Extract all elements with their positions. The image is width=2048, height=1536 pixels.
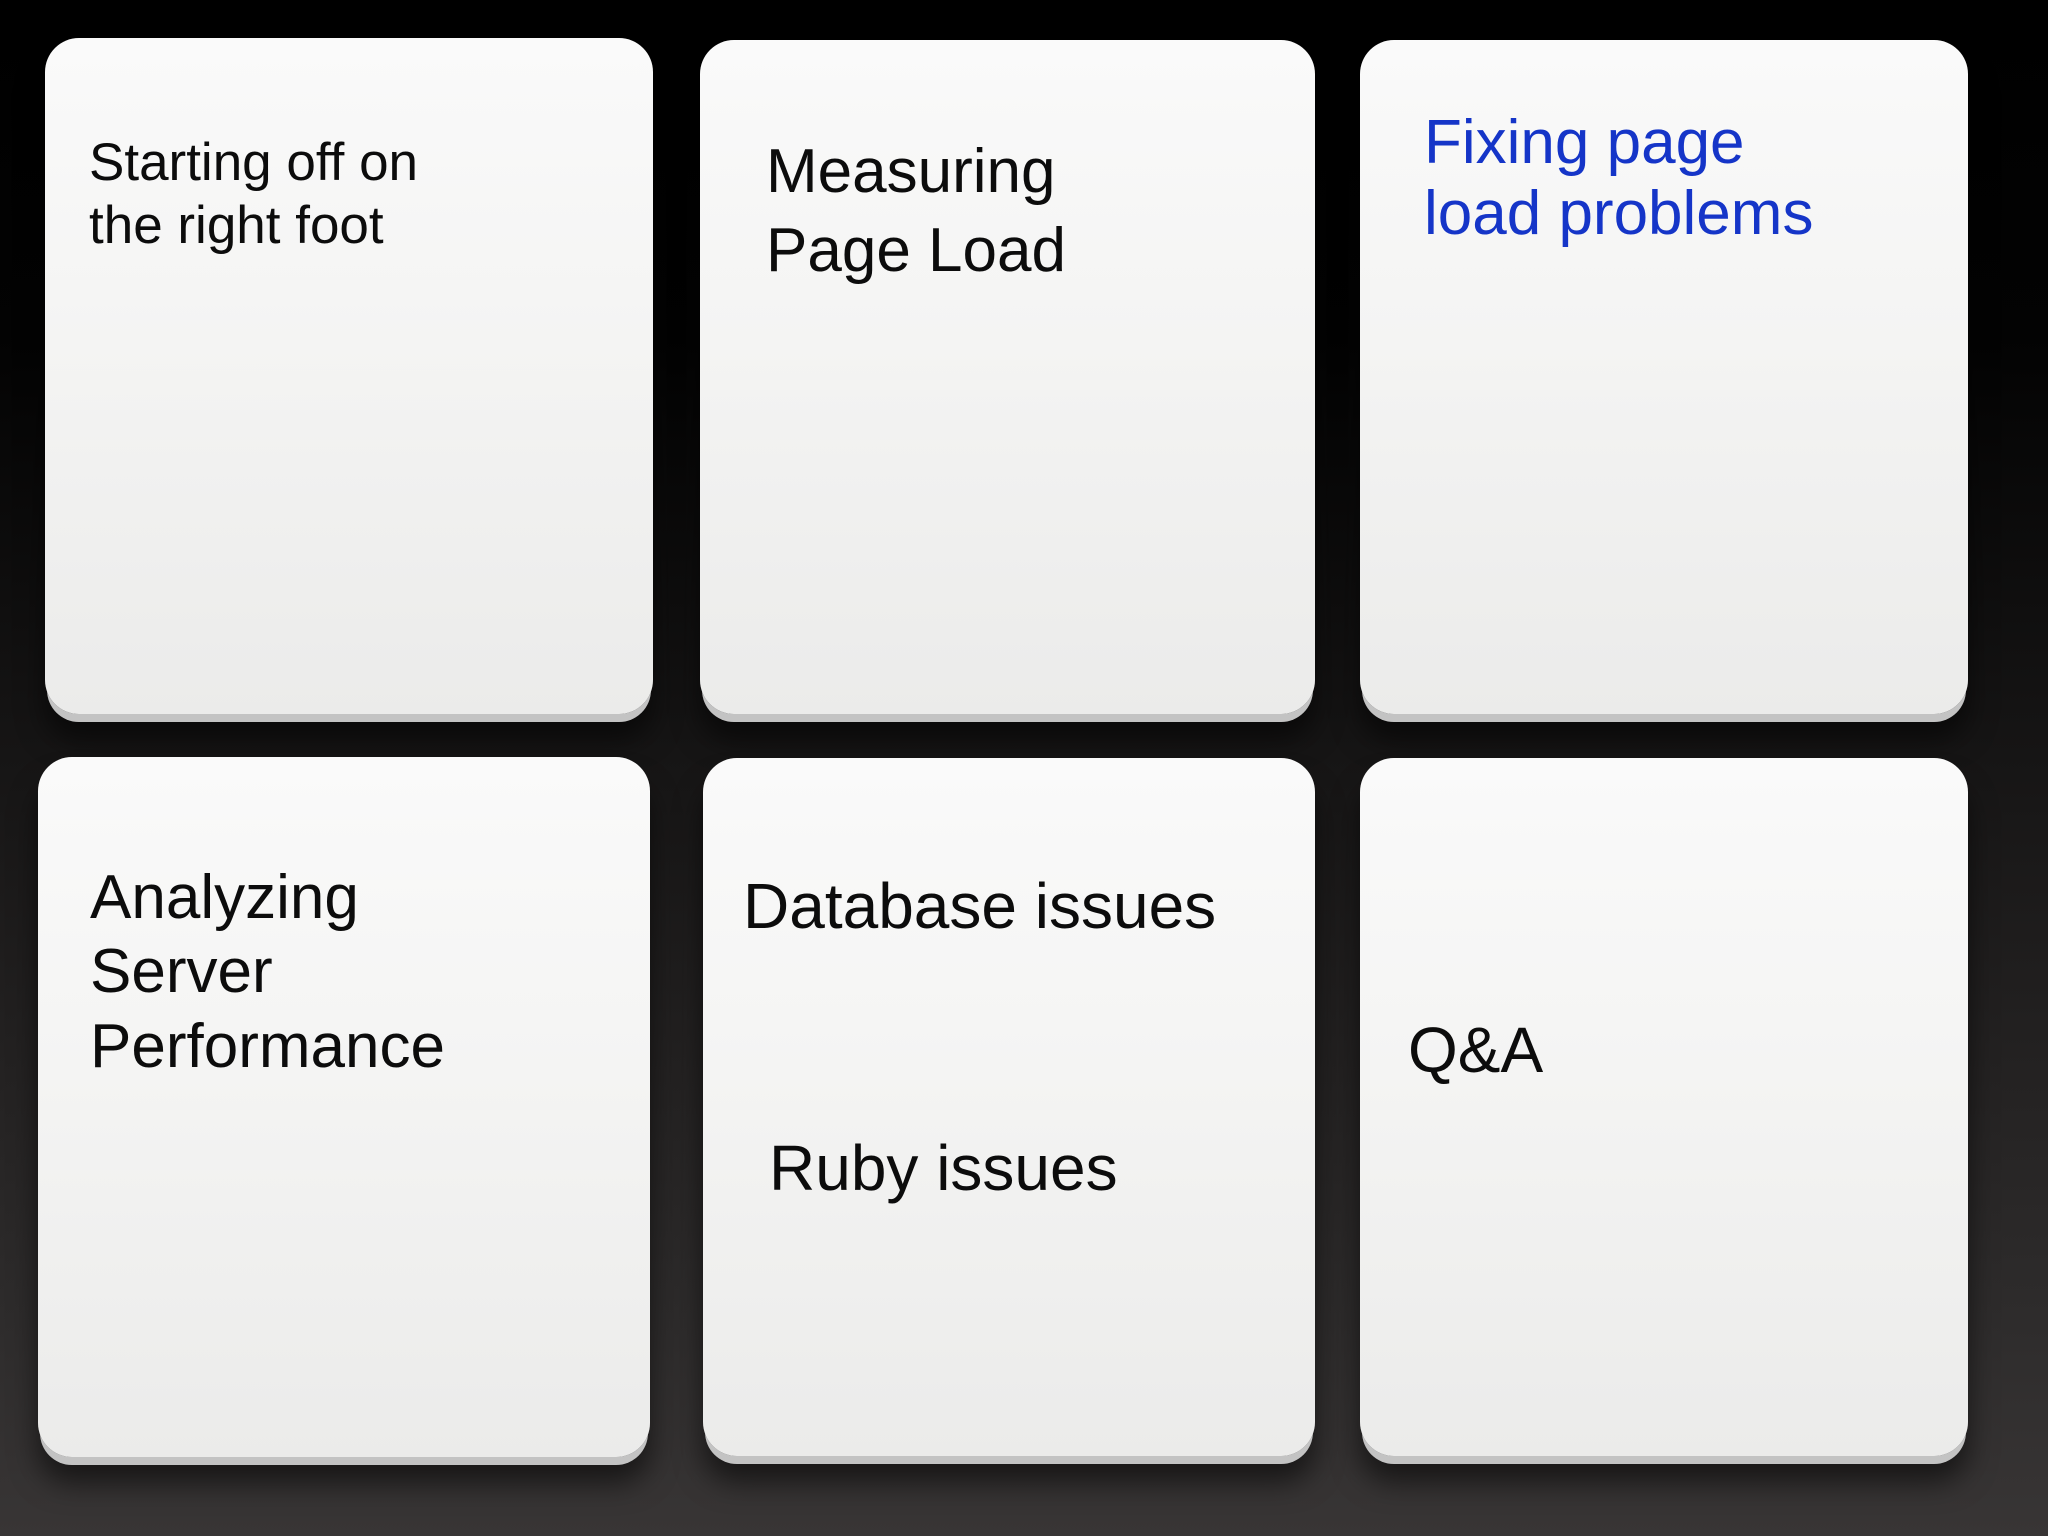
qa-text: Q&A bbox=[1408, 1014, 1544, 1086]
text-line: Page Load bbox=[766, 216, 1066, 286]
card-fixing-page-load-problems: Fixing page load problems bbox=[1360, 40, 1968, 714]
text-line: load problems bbox=[1424, 178, 1814, 248]
card-analyzing-server-performance-text: Analyzing Server Performance bbox=[38, 757, 650, 1084]
card-measuring-page-load: Measuring Page Load bbox=[700, 40, 1315, 714]
database-issues-text: Database issues bbox=[743, 870, 1217, 942]
text-line: the right foot bbox=[89, 195, 384, 255]
card-starting-off: Starting off on the right foot bbox=[45, 38, 653, 714]
card-analyzing-server-performance: Analyzing Server Performance bbox=[38, 757, 650, 1457]
text-line: Measuring bbox=[766, 137, 1056, 206]
text-line: Fixing page bbox=[1424, 108, 1745, 177]
text-line: Performance bbox=[90, 1011, 445, 1081]
card-fixing-page-load-problems-text: Fixing page load problems bbox=[1360, 40, 1968, 249]
text-line: Starting off on bbox=[89, 133, 419, 192]
card-starting-off-text: Starting off on the right foot bbox=[45, 38, 653, 257]
text-line: Analyzing bbox=[90, 863, 359, 932]
card-measuring-page-load-text: Measuring Page Load bbox=[700, 40, 1315, 291]
card-qa: Q&A bbox=[1360, 758, 1968, 1456]
card-database-and-ruby-issues: Database issues Ruby issues bbox=[703, 758, 1315, 1456]
ruby-issues-text: Ruby issues bbox=[769, 1131, 1118, 1204]
text-line: Server bbox=[90, 937, 273, 1007]
